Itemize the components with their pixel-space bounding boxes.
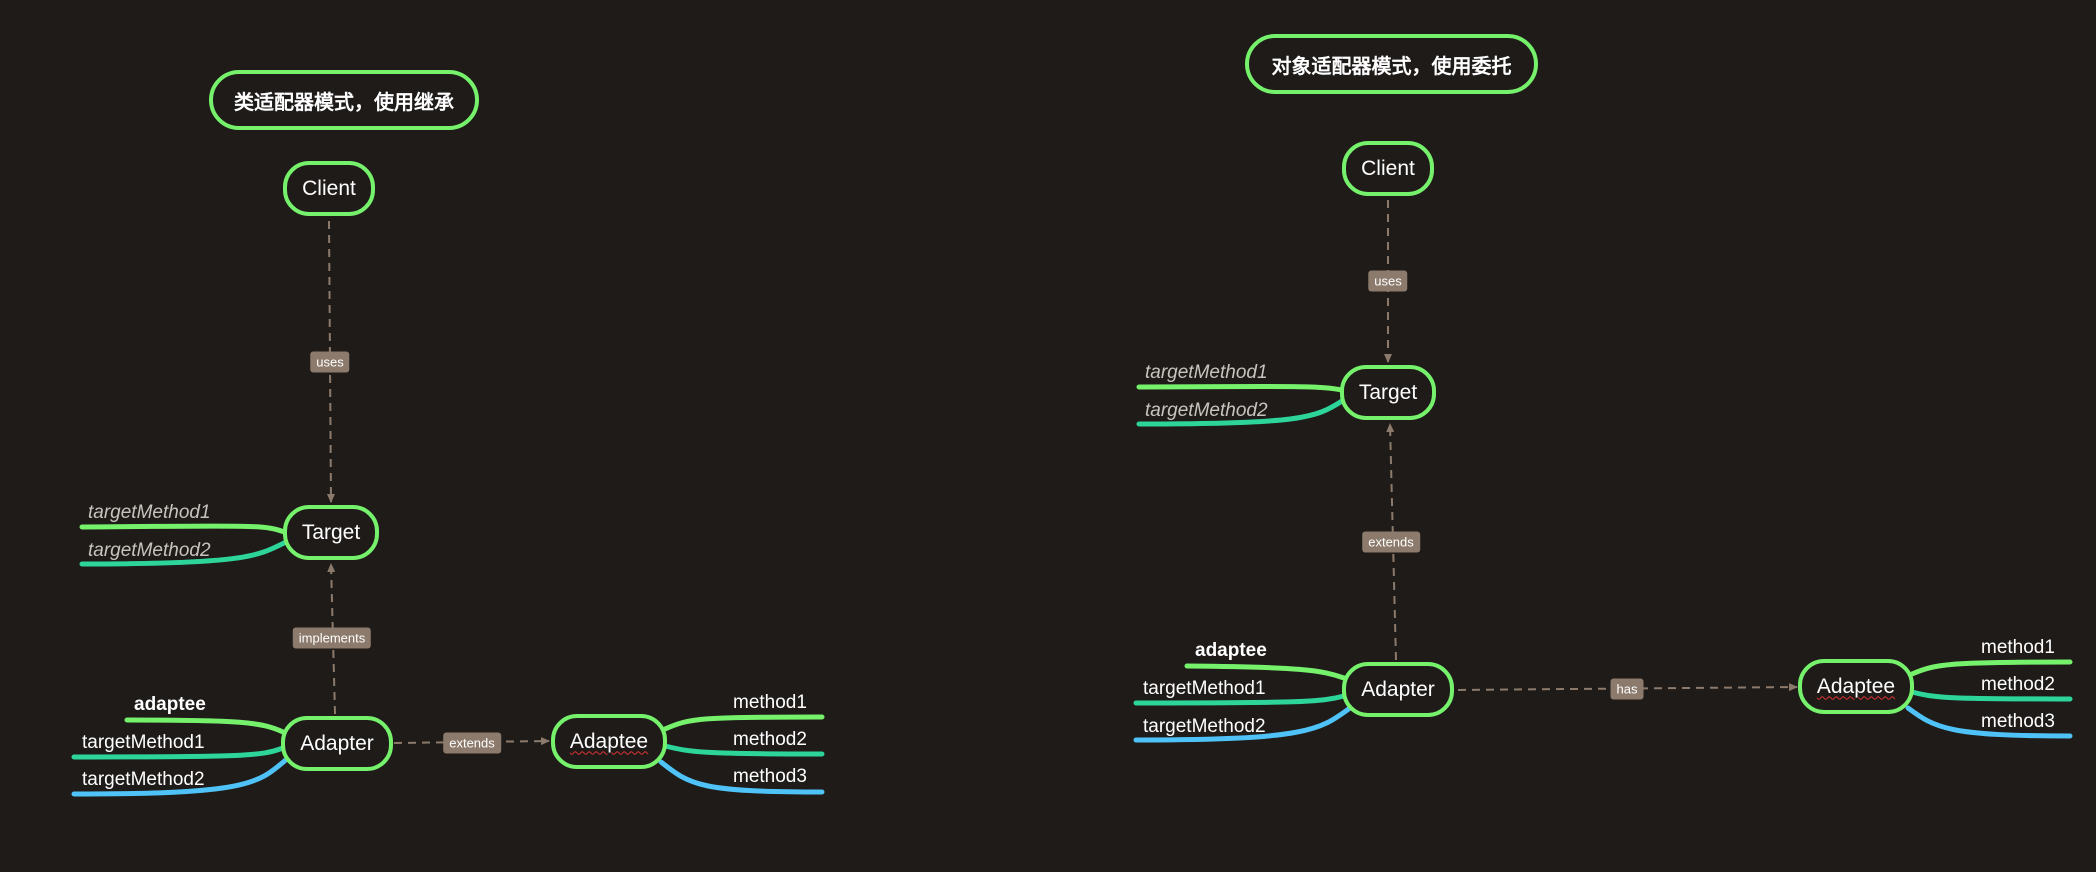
- target-method1-right[interactable]: targetMethod1: [1145, 362, 1268, 383]
- branch-line-adapter-method2-left: [71, 755, 291, 797]
- branch-line-adapter-method2-right: [1133, 705, 1353, 743]
- edge-label-has-right: has: [1610, 678, 1644, 700]
- adapter-method2-right[interactable]: targetMethod2: [1143, 716, 1266, 737]
- target-node-right[interactable]: Target: [1340, 365, 1436, 420]
- adaptee-label-right: Adaptee: [1816, 674, 1896, 698]
- branch-line-target-method1-left: [79, 523, 287, 535]
- edge-label-extends-left: extends: [443, 732, 501, 754]
- adapter-field-adaptee-right[interactable]: adaptee: [1195, 640, 1267, 661]
- adaptee-node-left[interactable]: Adaptee: [551, 714, 667, 769]
- class-adapter-title-node[interactable]: 类适配器模式，使用继承: [209, 70, 479, 130]
- edge-label-implements-left: implements: [292, 627, 372, 649]
- branch-line-target-method1-right: [1136, 383, 1345, 393]
- branch-line-adaptee-method3-right: [1905, 705, 2073, 739]
- object-adapter-title-node[interactable]: 对象适配器模式，使用委托: [1245, 34, 1538, 94]
- branch-line-adaptee-right: [1184, 663, 1347, 681]
- adapter-method2-left[interactable]: targetMethod2: [82, 769, 205, 790]
- edge-label-uses-left: uses: [310, 351, 350, 373]
- adaptee-method2-right[interactable]: method2: [1981, 674, 2055, 695]
- adaptee-method3-left[interactable]: method3: [733, 766, 807, 787]
- branch-line-adaptee-method2-right: [1909, 689, 2073, 702]
- branch-line-adaptee-method2-left: [662, 743, 825, 757]
- branch-line-adapter-method1-left: [71, 745, 286, 760]
- client-node-right[interactable]: Client: [1342, 141, 1434, 196]
- target-method2-right[interactable]: targetMethod2: [1145, 400, 1268, 421]
- adapter-method1-right[interactable]: targetMethod1: [1143, 678, 1266, 699]
- branch-line-adaptee-method1-right: [1909, 659, 2073, 677]
- adapter-node-right[interactable]: Adapter: [1342, 662, 1454, 717]
- target-method1-left[interactable]: targetMethod1: [88, 502, 211, 523]
- adapter-node-left[interactable]: Adapter: [281, 716, 393, 771]
- target-node-left[interactable]: Target: [283, 505, 379, 560]
- branch-line-target-method2-right: [1136, 398, 1345, 427]
- adaptee-method2-left[interactable]: method2: [733, 729, 807, 750]
- branch-line-adaptee-method3-left: [658, 759, 825, 795]
- edge-label-extends-right: extends: [1362, 531, 1420, 553]
- branch-line-adaptee-method1-left: [662, 714, 825, 732]
- adaptee-method1-right[interactable]: method1: [1981, 637, 2055, 658]
- adaptee-method1-left[interactable]: method1: [733, 692, 807, 713]
- adaptee-node-right[interactable]: Adaptee: [1798, 659, 1914, 714]
- adaptee-method3-right[interactable]: method3: [1981, 711, 2055, 732]
- target-method2-left[interactable]: targetMethod2: [88, 540, 211, 561]
- adapter-field-adaptee-left[interactable]: adaptee: [134, 694, 206, 715]
- branch-line-adapter-method1-right: [1133, 693, 1347, 706]
- adaptee-label-left: Adaptee: [569, 729, 649, 753]
- client-node-left[interactable]: Client: [283, 161, 375, 216]
- branch-line-target-method2-left: [79, 540, 287, 567]
- adapter-method1-left[interactable]: targetMethod1: [82, 732, 205, 753]
- branch-line-adaptee-left: [124, 717, 286, 735]
- edge-label-uses-right: uses: [1368, 270, 1408, 292]
